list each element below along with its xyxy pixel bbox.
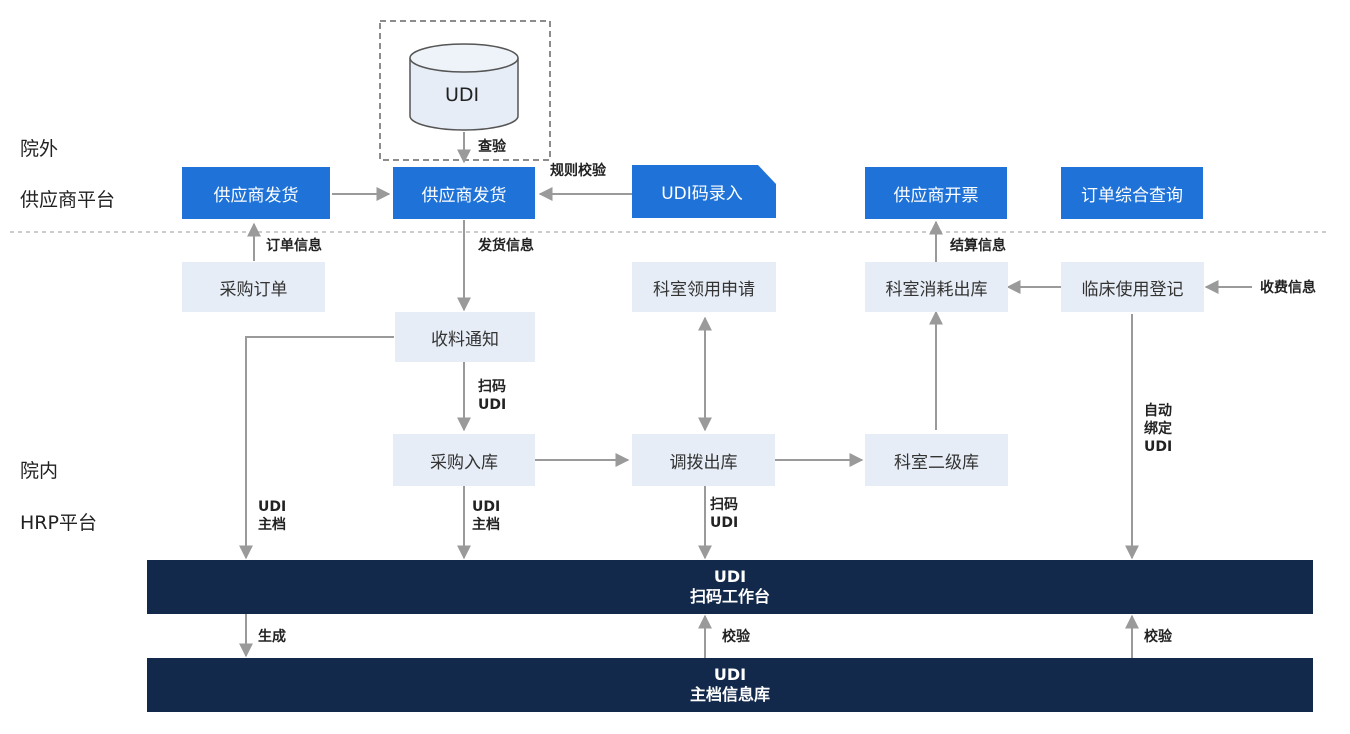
label-settle-info: 结算信息 — [950, 238, 1006, 254]
udi-scan-station-bar: UDI 扫码工作台 — [147, 560, 1313, 614]
label-scan-udi-1: 扫码 UDI — [478, 379, 507, 414]
receive-notice-box: 收料通知 — [395, 312, 535, 362]
supplier-invoice-box: 供应商开票 — [865, 167, 1007, 219]
purchase-order-box: 采购订单 — [182, 262, 325, 312]
zone-inside-label: 院内 — [20, 460, 59, 482]
udi-database-label: UDI — [445, 84, 480, 106]
zone-hrp-platform-label: HRP平台 — [20, 512, 97, 534]
label-generate: 生成 — [258, 629, 286, 645]
zone-outside-label: 院外 — [20, 138, 59, 160]
label-rule-check: 规则校验 — [550, 163, 606, 179]
zone-supplier-platform-label: 供应商平台 — [20, 189, 116, 211]
master-db-line1: UDI — [713, 665, 747, 684]
label-order-info: 订单信息 — [266, 238, 322, 254]
label-fee-info: 收费信息 — [1260, 280, 1316, 296]
transfer-out-box: 调拨出库 — [632, 434, 775, 486]
supplier-ship-box-1: 供应商发货 — [182, 167, 330, 219]
dept-secondary-box: 科室二级库 — [865, 434, 1008, 486]
master-db-line2: 主档信息库 — [689, 685, 770, 704]
clinical-register-box: 临床使用登记 — [1061, 262, 1204, 312]
supplier-ship-box-2: 供应商发货 — [393, 167, 535, 219]
label-verify-1: 校验 — [722, 629, 750, 645]
arrow-udi-master-1 — [239, 336, 394, 560]
udi-master-db-bar: UDI 主档信息库 — [147, 658, 1313, 712]
label-verify-2: 校验 — [1144, 629, 1172, 645]
order-query-box: 订单综合查询 — [1061, 167, 1203, 219]
udi-database-icon — [409, 43, 519, 131]
label-inspect: 查验 — [478, 139, 506, 155]
label-udi-master-2: UDI 主档 — [472, 499, 501, 534]
dept-request-box: 科室领用申请 — [632, 262, 776, 312]
label-ship-info: 发货信息 — [478, 238, 534, 254]
label-auto-bind-udi: 自动 绑定 UDI — [1144, 403, 1173, 456]
scan-station-line1: UDI — [713, 567, 747, 586]
label-udi-master-1: UDI 主档 — [258, 499, 287, 534]
label-scan-udi-2: 扫码 UDI — [710, 497, 739, 532]
udi-entry-box: UDI码录入 — [661, 184, 743, 204]
dept-consume-out-box: 科室消耗出库 — [865, 262, 1008, 312]
scan-station-line2: 扫码工作台 — [689, 587, 770, 606]
purchase-in-box: 采购入库 — [393, 434, 535, 486]
udi-entry-shape — [632, 165, 776, 218]
